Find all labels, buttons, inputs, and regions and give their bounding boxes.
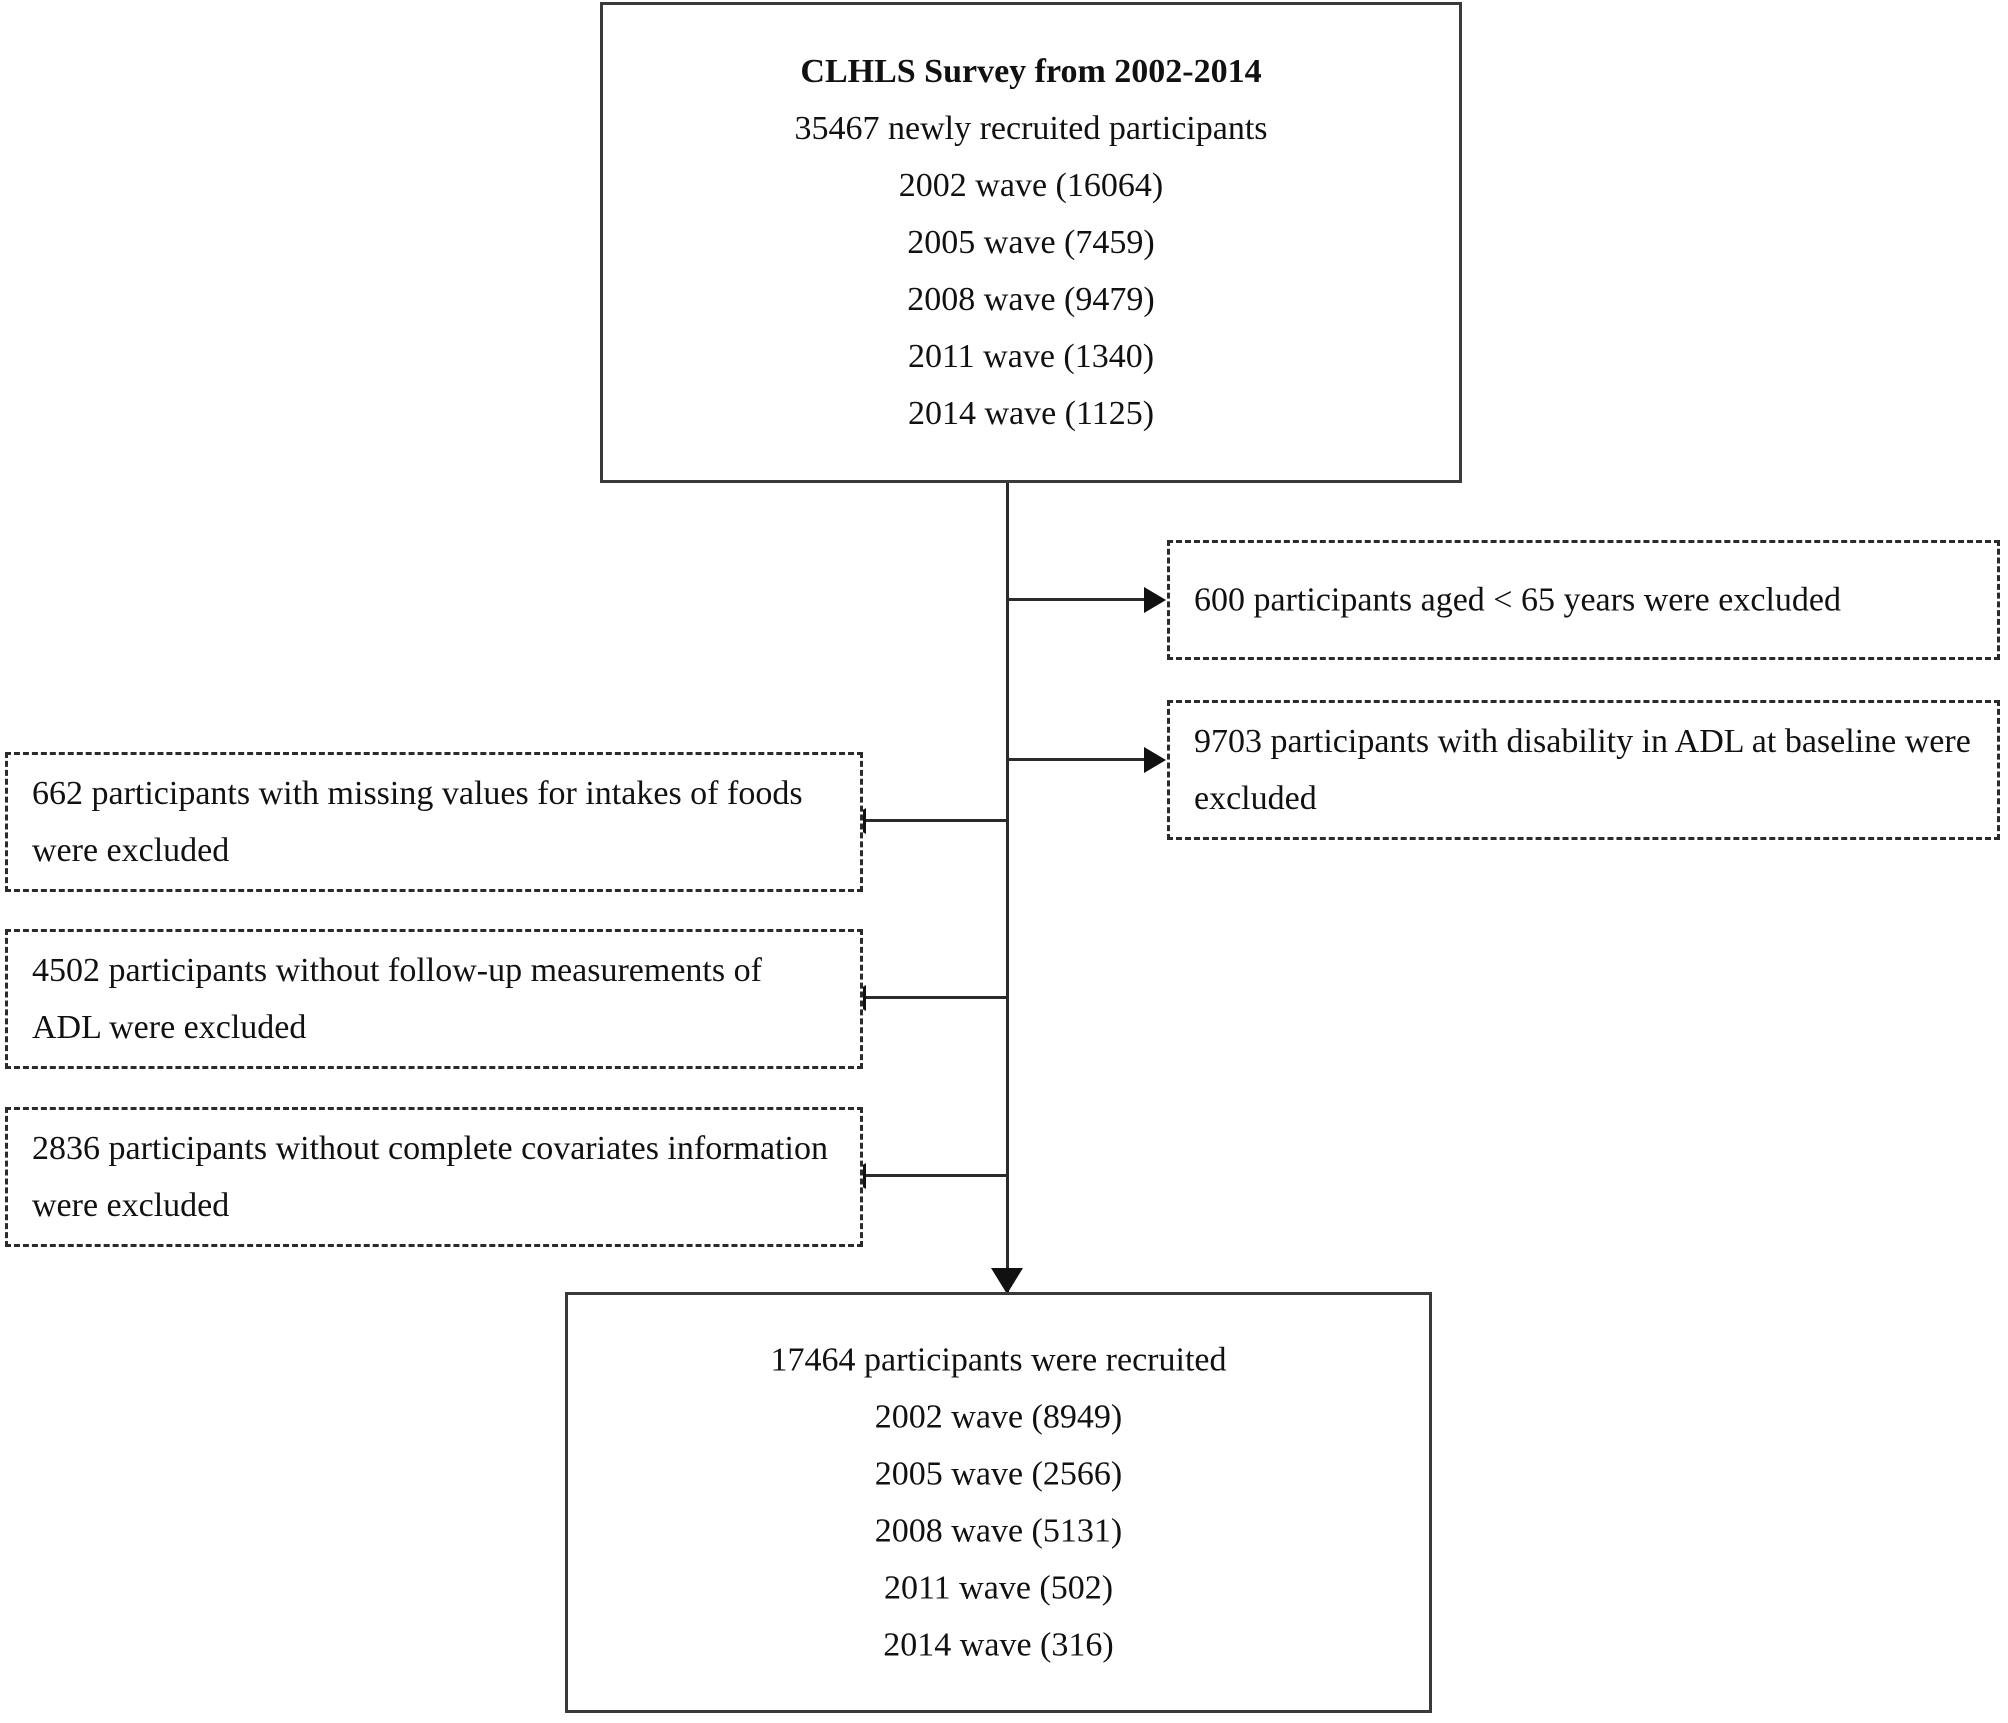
exclusion-box-food-intake: 662 participants with missing values for… (5, 752, 863, 892)
exclusion-box-age: 600 participants aged < 65 years were ex… (1167, 540, 2000, 660)
top-box-wave-2014: 2014 wave (1125) (907, 395, 1155, 433)
exclusion-box-food-intake-text: 662 participants with missing values for… (32, 774, 803, 869)
branch-connector-left-3 (866, 1174, 1008, 1177)
exclusion-box-adl-baseline: 9703 participants with disability in ADL… (1167, 700, 2000, 840)
exclusion-box-no-followup: 4502 participants without follow-up meas… (5, 929, 863, 1069)
branch-connector-right-1 (1006, 598, 1156, 601)
bottom-box-wave-2011: 2011 wave (502) (883, 1569, 1114, 1607)
exclusion-box-food-intake-content: 662 participants with missing values for… (8, 765, 860, 879)
bottom-box-wave-2005: 2005 wave (2566) (874, 1455, 1123, 1493)
top-box-wave-2008: 2008 wave (9479) (907, 281, 1155, 319)
exclusion-box-covariates: 2836 participants without complete covar… (5, 1107, 863, 1247)
exclusion-box-age-content: 600 participants aged < 65 years were ex… (1170, 571, 1997, 628)
exclusion-box-no-followup-text: 4502 participants without follow-up meas… (32, 951, 762, 1046)
exclusion-box-covariates-content: 2836 participants without complete covar… (8, 1120, 860, 1234)
main-flow-connector (1006, 483, 1009, 1295)
bottom-box-title: 17464 participants were recruited (770, 1341, 1227, 1379)
exclusion-box-age-text: 600 participants aged < 65 years were ex… (1194, 581, 1841, 619)
bottom-cohort-box-content: 17464 participants were recruited 2002 w… (568, 1331, 1429, 1674)
branch-connector-right-2 (1006, 758, 1156, 761)
exclusion-box-adl-baseline-content: 9703 participants with disability in ADL… (1170, 713, 1997, 827)
top-box-wave-2005: 2005 wave (7459) (907, 223, 1155, 261)
exclusion-box-adl-baseline-text: 9703 participants with disability in ADL… (1194, 722, 1971, 817)
top-box-wave-2002: 2002 wave (16064) (898, 166, 1164, 204)
top-box-title: CLHLS Survey from 2002-2014 (800, 52, 1262, 90)
exclusion-box-covariates-text: 2836 participants without complete covar… (32, 1129, 828, 1224)
exclusion-box-no-followup-content: 4502 participants without follow-up meas… (8, 942, 860, 1056)
branch-arrowhead-right-2-icon (1144, 747, 1166, 773)
bottom-box-wave-2002: 2002 wave (8949) (874, 1398, 1123, 1436)
main-flow-arrowhead-icon (991, 1268, 1023, 1294)
branch-arrowhead-right-1-icon (1144, 587, 1166, 613)
bottom-cohort-box: 17464 participants were recruited 2002 w… (565, 1292, 1432, 1713)
bottom-box-wave-2014: 2014 wave (316) (883, 1626, 1114, 1664)
bottom-box-wave-2008: 2008 wave (5131) (874, 1512, 1123, 1550)
branch-connector-left-2 (866, 996, 1008, 999)
branch-connector-left-1 (866, 819, 1008, 822)
top-cohort-box-content: CLHLS Survey from 2002-2014 35467 newly … (603, 43, 1459, 443)
top-box-wave-2011: 2011 wave (1340) (907, 338, 1155, 376)
top-cohort-box: CLHLS Survey from 2002-2014 35467 newly … (600, 2, 1462, 483)
top-box-subtitle: 35467 newly recruited participants (794, 109, 1268, 147)
